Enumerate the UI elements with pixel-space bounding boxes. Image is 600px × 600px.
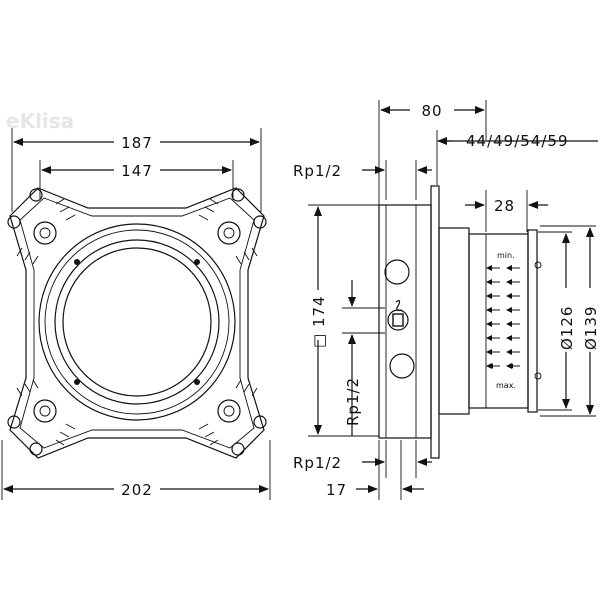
dimension-rp-mid: Rp1/2 [342, 280, 385, 436]
dim-bottom-label: 202 [121, 481, 153, 499]
dim-top-label: 80 [421, 102, 442, 120]
dimension-rp-bottom: Rp1/2 [293, 440, 432, 478]
mounting-plate-outline [9, 187, 265, 459]
dimension-187: 187 [11, 128, 262, 212]
dimension-202: 202 [1, 440, 271, 500]
watermark: eKlisa [6, 109, 74, 133]
side-view: 80 44/49/54/59 Rp1/2 28 [293, 100, 600, 500]
inner-opening [62, 247, 212, 397]
dimension-174: □ 174 [308, 204, 379, 437]
fixing-lug-top-right [198, 188, 267, 265]
dimension-rp-top: Rp1/2 [293, 160, 432, 200]
extension-sleeve [438, 227, 470, 415]
inlet-port-bottom [389, 353, 415, 379]
dimension-17: 17 [326, 440, 424, 500]
dim-top-outer-label: 187 [121, 134, 153, 152]
front-view: 187 147 [1, 128, 271, 500]
fixing-lug-bottom-left [7, 379, 76, 456]
dimension-147: 147 [39, 160, 234, 200]
dim-rp-bottom-label: Rp1/2 [293, 454, 342, 472]
scale-max-label: max. [496, 381, 516, 390]
fixing-lug-top-left [7, 188, 76, 265]
dim-d139-label: Ø139 [582, 306, 600, 350]
dimension-depth-range: 44/49/54/59 [436, 130, 598, 185]
dim-d126-label: Ø126 [558, 306, 576, 350]
fixing-lug-bottom-right [198, 379, 267, 456]
dimension-d126: Ø126 [538, 231, 576, 411]
thermostat-symbol-icon [387, 300, 409, 331]
dim-28-label: 28 [494, 197, 515, 215]
depth-scale: min. max. [486, 251, 542, 390]
dimension-80: 80 [378, 100, 487, 205]
dim-rp-mid-label: Rp1/2 [344, 377, 362, 426]
outer-ring [38, 223, 236, 421]
inlet-port-top [384, 259, 410, 285]
dim-17-label: 17 [326, 481, 347, 499]
dim-height-label: □ 174 [310, 295, 328, 348]
mixer-body [378, 204, 432, 439]
dim-top-inner-label: 147 [121, 162, 153, 180]
wall-plate [430, 185, 440, 459]
dimension-28: 28 [465, 190, 548, 232]
dimension-d139: Ø139 [540, 225, 600, 417]
dim-depth-range-label: 44/49/54/59 [466, 132, 569, 150]
scale-min-label: min. [497, 251, 515, 260]
dim-rp-top-label: Rp1/2 [293, 162, 342, 180]
